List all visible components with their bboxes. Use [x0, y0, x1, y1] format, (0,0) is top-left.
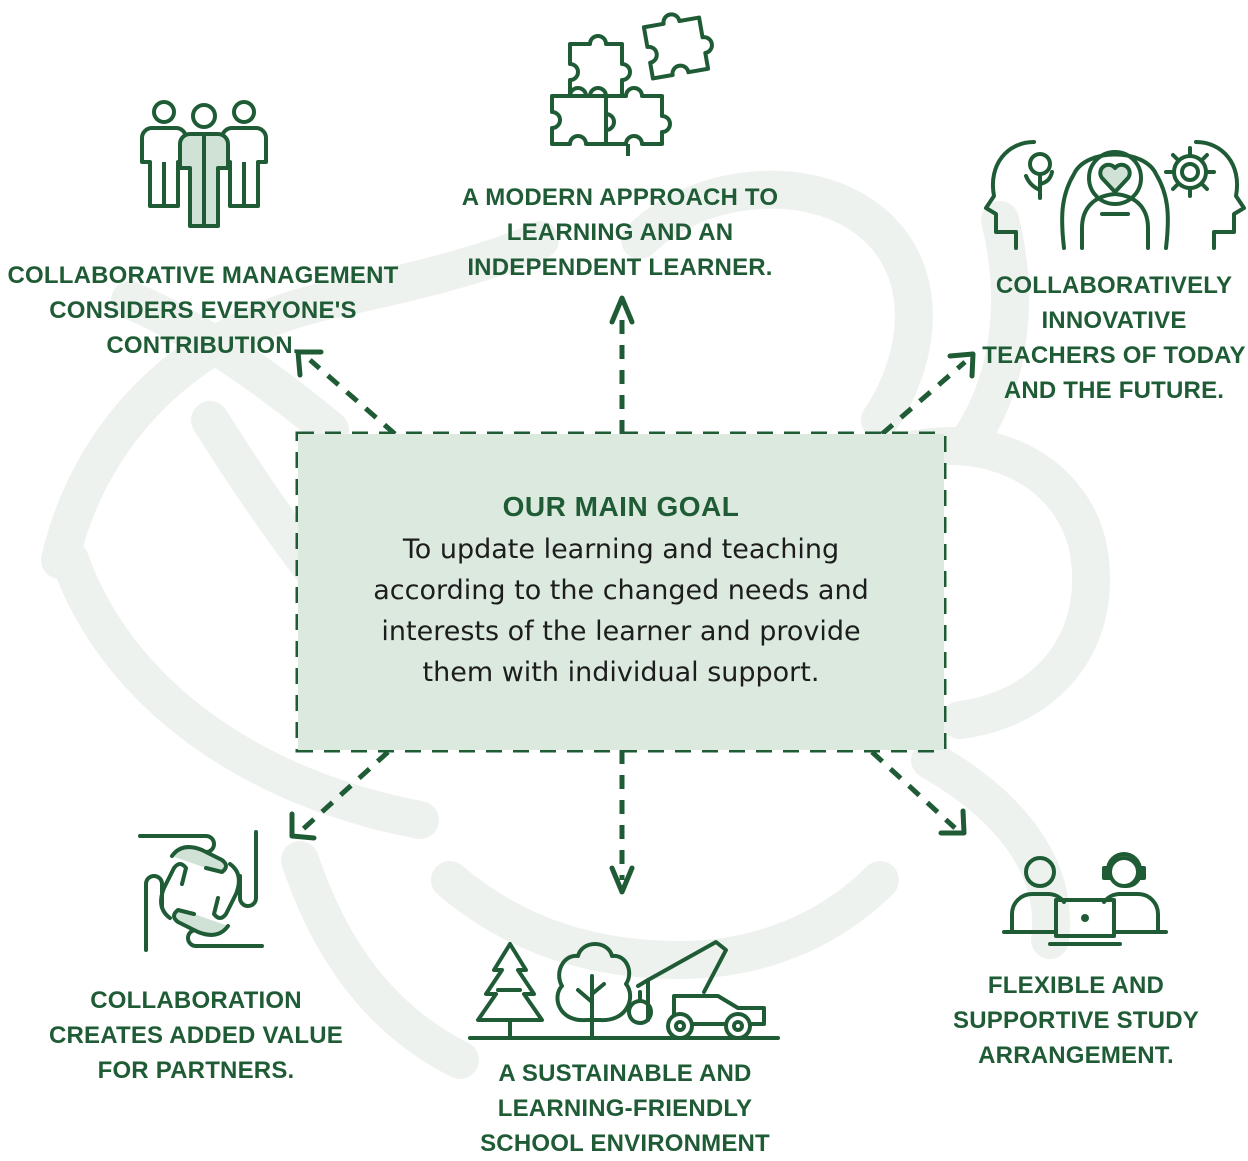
label-line: A SUSTAINABLE AND: [498, 1060, 752, 1087]
label-line: LEARNING AND AN: [506, 219, 734, 246]
label-sustainable-environment: A SUSTAINABLE AND LEARNING-FRIENDLY SCHO…: [450, 1056, 800, 1161]
label-line: INDEPENDENT LEARNER.: [467, 254, 773, 281]
arrow-head-top-right: [947, 351, 976, 379]
main-goal-title: OUR MAIN GOAL: [502, 491, 740, 522]
arrow-line-top-right: [880, 360, 967, 436]
arrow-head-top-left: [295, 349, 324, 378]
arrow-head-bottom: [609, 865, 635, 895]
label-line: COLLABORATIVE MANAGEMENT: [7, 262, 399, 289]
main-goal-line: them with individual support.: [422, 657, 820, 688]
arrow-line-bottom-left: [300, 750, 390, 832]
arrow-line-top-left: [308, 358, 397, 436]
label-line: CONTRIBUTION.: [106, 332, 300, 359]
label-modern-approach: A MODERN APPROACH TO LEARNING AND AN IND…: [420, 180, 820, 285]
arrow-head-bottom-left: [289, 811, 317, 841]
arrow-line-bottom-right: [870, 750, 957, 830]
label-line: CONSIDERS EVERYONE'S: [49, 297, 357, 324]
label-line: FLEXIBLE AND: [987, 972, 1165, 999]
online-study-icon: [1002, 850, 1168, 950]
label-line: COLLABORATIVELY: [995, 272, 1233, 299]
main-goal-line: interests of the learner and provide: [381, 616, 861, 647]
label-line: A MODERN APPROACH TO: [461, 184, 779, 211]
label-collaborative-management: COLLABORATIVE MANAGEMENT CONSIDERS EVERY…: [0, 258, 406, 363]
label-line: FOR PARTNERS.: [97, 1057, 295, 1084]
main-goal-line: To update learning and teaching: [402, 534, 840, 565]
label-line: LEARNING-FRIENDLY: [497, 1095, 753, 1122]
label-collaboratively-innovative: COLLABORATIVELY INNOVATIVE TEACHERS OF T…: [980, 268, 1248, 408]
main-goal-line: according to the changed needs and: [373, 575, 869, 606]
label-collaboration-partners: COLLABORATION CREATES ADDED VALUE FOR PA…: [30, 983, 362, 1088]
puzzle-pieces-icon: [548, 4, 722, 160]
main-goal-box: OUR MAIN GOAL To update learning and tea…: [298, 434, 944, 750]
label-line: SCHOOL ENVIRONMENT: [480, 1130, 770, 1157]
label-line: INNOVATIVE: [1041, 307, 1187, 334]
label-line: ARRANGEMENT.: [978, 1042, 1174, 1069]
label-flexible-study: FLEXIBLE AND SUPPORTIVE STUDY ARRANGEMEN…: [935, 968, 1217, 1073]
label-line: TEACHERS OF TODAY: [982, 342, 1246, 369]
trees-harvester-icon: [468, 936, 780, 1042]
main-goal-text: To update learning and teaching accordin…: [373, 529, 868, 693]
arrow-head-bottom-right: [938, 808, 967, 836]
joined-hands-icon: [136, 828, 266, 954]
arrow-head-top: [609, 295, 635, 325]
label-line: COLLABORATION: [90, 987, 302, 1014]
people-group-icon: [134, 98, 274, 232]
label-line: CREATES ADDED VALUE: [48, 1022, 344, 1049]
label-line: AND THE FUTURE.: [1003, 377, 1225, 404]
label-line: SUPPORTIVE STUDY: [953, 1007, 1199, 1034]
heads-heart-gear-icon: [982, 134, 1248, 252]
